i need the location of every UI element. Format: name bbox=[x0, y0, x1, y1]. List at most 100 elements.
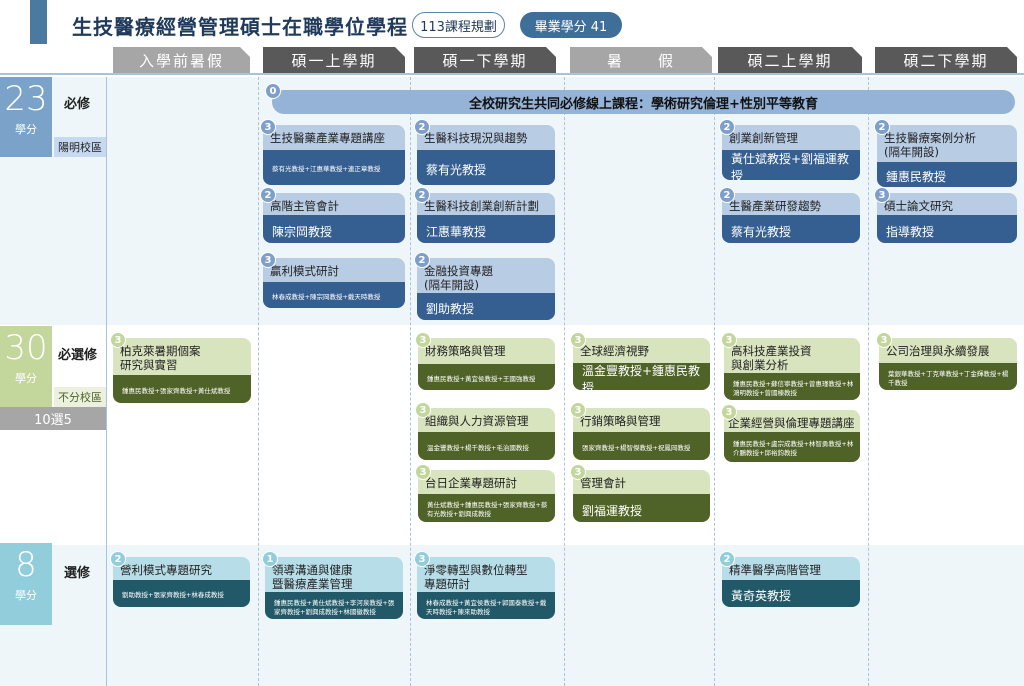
credit-badge: 2 bbox=[414, 252, 430, 268]
credits-unit: 學分 bbox=[15, 372, 37, 385]
course-title: 營利模式專題研究 bbox=[120, 563, 212, 577]
elective-credits-box: 8 學分 bbox=[0, 543, 52, 625]
course-card[interactable]: 淨零轉型與數位轉型 專題研討林春成教授+黃宜侯教授+郭國泰教授+戴天時教授+陳來… bbox=[417, 557, 555, 619]
credits-unit: 學分 bbox=[15, 123, 37, 136]
graduation-credits-badge: 畢業學分 41 bbox=[520, 12, 622, 38]
course-card[interactable]: 贏利模式研討林春成教授+陳宗岡教授+戴天時教授 bbox=[263, 258, 405, 308]
title-accent-bar bbox=[30, 0, 47, 44]
course-card[interactable]: 創業創新管理黃仕斌教授+劉福運教授 bbox=[722, 125, 860, 180]
course-title: 柏克萊暑期個案 研究與實習 bbox=[120, 344, 201, 372]
credit-badge: 2 bbox=[719, 551, 735, 567]
credit-badge: 2 bbox=[260, 187, 276, 203]
course-title: 全校研究生共同必修線上課程：學術研究倫理+性別平等教育 bbox=[469, 96, 818, 112]
credit-badge: 2 bbox=[414, 187, 430, 203]
credit-badge: 3 bbox=[414, 551, 430, 567]
course-title: 生醫產業研發趨勢 bbox=[729, 199, 821, 213]
common-required-course-band[interactable]: 全校研究生共同必修線上課程：學術研究倫理+性別平等教育 bbox=[272, 90, 1015, 114]
course-card[interactable]: 領導溝通與健康 暨醫療產業管理鍾惠民教授+黃仕斌教授+李河泉教授+張家齊教授+劉… bbox=[265, 557, 403, 619]
course-instructors: 鍾惠民教授 bbox=[877, 162, 1017, 187]
elective-credits: 8 bbox=[15, 545, 37, 585]
course-card[interactable]: 生技醫療案例分析 (隔年開設) 鍾惠民教授 bbox=[877, 125, 1017, 187]
credit-badge: 1 bbox=[262, 551, 278, 567]
course-title: 台日企業專題研討 bbox=[425, 476, 517, 490]
course-title: 精準醫學高階管理 bbox=[729, 563, 821, 577]
course-card[interactable]: 生醫產業研發趨勢蔡有光教授 bbox=[722, 193, 860, 243]
semester-tab-y2-spring: 碩二下學期 bbox=[875, 47, 1017, 73]
course-instructors: 蔡有光教授 bbox=[722, 215, 860, 243]
course-title: 生技醫療案例分析 (隔年開設) bbox=[884, 131, 976, 159]
course-card[interactable]: 組織與人力資源管理溫金豐教授+楊千教授+毛治國教授 bbox=[418, 408, 555, 460]
course-card[interactable]: 台日企業專題研討黃仕斌教授+鍾惠民教授+張家齊教授+蔡有光教授+劉興成教授 bbox=[418, 470, 555, 522]
course-instructors: 鍾惠民教授+黃仕斌教授+李河泉教授+張家齊教授+劉興成教授+林國徽教授 bbox=[265, 592, 403, 619]
credit-badge: 3 bbox=[110, 332, 126, 348]
required-credits-box: 23 學分 bbox=[0, 77, 52, 157]
column-divider bbox=[714, 77, 715, 686]
course-instructors: 林春成教授+陳宗岡教授+戴天時教授 bbox=[263, 282, 405, 308]
credit-badge: 3 bbox=[260, 252, 276, 268]
course-card[interactable]: 精準醫學高階管理黃奇英教授 bbox=[722, 557, 860, 607]
course-title: 企業經營與倫理專題講座 bbox=[728, 416, 855, 430]
semester-tab-summer: 暑 假 bbox=[570, 47, 712, 73]
course-card[interactable]: 高科技產業投資 與創業分析鍾惠民教授+蘇信寧教授+曾惠瑾教授+林鴻明教授+曾國棟… bbox=[724, 338, 860, 400]
course-card[interactable]: 財務策略與管理鍾惠民教授+黃宜侯教授+王國強教授 bbox=[418, 338, 555, 390]
semester-tab-pre-summer: 入學前暑假 bbox=[113, 47, 250, 73]
campus-label: 陽明校區 bbox=[54, 137, 106, 157]
course-title: 全球經濟視野 bbox=[580, 344, 649, 358]
credit-badge: 3 bbox=[570, 402, 586, 418]
course-title: 公司治理與永續發展 bbox=[886, 344, 990, 358]
course-instructors: 張家齊教授+楊智傑教授+祝鳳岡教授 bbox=[573, 432, 710, 460]
credit-badge: 3 bbox=[415, 464, 431, 480]
course-card[interactable]: 營利模式專題研究劉助教授+張家齊教授+林春成教授 bbox=[113, 557, 250, 607]
course-instructors: 鍾惠民教授+盧宗成教授+林智勇教授+林介鵬教授+邱裕鈞教授 bbox=[724, 432, 860, 462]
credit-badge: 0 bbox=[265, 83, 281, 99]
credit-badge: 3 bbox=[415, 332, 431, 348]
credits-unit: 學分 bbox=[15, 589, 37, 602]
plan-badge: 113課程規劃 bbox=[412, 12, 505, 38]
course-card[interactable]: 公司治理與永續發展葉銀華教授+丁克華教授+丁金輝教授+楊千教授 bbox=[879, 338, 1017, 390]
course-title: 高科技產業投資 與創業分析 bbox=[731, 344, 812, 372]
course-card[interactable]: 碩士論文研究指導教授 bbox=[877, 193, 1017, 243]
course-instructors: 指導教授 bbox=[877, 215, 1017, 243]
choose-note: 10選5 bbox=[0, 407, 106, 430]
course-instructors: 溫金豐教授+鍾惠民教授 bbox=[573, 363, 710, 390]
course-instructors: 鍾惠民教授+蘇信寧教授+曾惠瑾教授+林鴻明教授+曾國棟教授 bbox=[724, 373, 860, 400]
course-card[interactable]: 柏克萊暑期個案 研究與實習鍾惠民教授+張家齊教授+黃仕斌教授 bbox=[113, 338, 251, 403]
course-instructors: 劉助教授 bbox=[417, 293, 555, 320]
course-instructors: 葉銀華教授+丁克華教授+丁金輝教授+楊千教授 bbox=[879, 363, 1017, 390]
course-instructors: 江惠華教授 bbox=[417, 215, 555, 243]
credit-badge: 3 bbox=[415, 402, 431, 418]
course-title: 財務策略與管理 bbox=[425, 344, 506, 358]
page-title: 生技醫療經營管理碩士在職學位學程 bbox=[72, 15, 408, 39]
course-card[interactable]: 管理會計劉福運教授 bbox=[573, 470, 710, 522]
course-instructors: 蔡有光教授+江惠華教授+連正章教授 bbox=[263, 150, 405, 185]
course-instructors: 鍾惠民教授+張家齊教授+黃仕斌教授 bbox=[113, 375, 251, 403]
course-title: 組織與人力資源管理 bbox=[425, 414, 529, 428]
course-card[interactable]: 生技醫藥產業專題講座蔡有光教授+江惠華教授+連正章教授 bbox=[263, 125, 405, 185]
course-card[interactable]: 高階主管會計陳宗岡教授 bbox=[263, 193, 405, 243]
course-instructors: 林春成教授+黃宜侯教授+郭國泰教授+戴天時教授+陳來助教授 bbox=[417, 592, 555, 619]
course-card[interactable]: 生醫科技創業創新計劃江惠華教授 bbox=[417, 193, 555, 243]
semester-tab-y1-fall: 碩一上學期 bbox=[263, 47, 405, 73]
course-title: 淨零轉型與數位轉型 專題研討 bbox=[424, 563, 528, 591]
credit-badge: 2 bbox=[874, 119, 890, 135]
selective-credits: 30 bbox=[4, 328, 48, 368]
column-divider bbox=[564, 77, 565, 686]
course-title: 生醫科技現況與趨勢 bbox=[424, 131, 528, 145]
course-title: 行銷策略與管理 bbox=[580, 414, 661, 428]
credit-badge: 2 bbox=[414, 119, 430, 135]
course-card[interactable]: 金融投資專題 (隔年開設)劉助教授 bbox=[417, 258, 555, 320]
credit-badge: 3 bbox=[570, 464, 586, 480]
course-instructors: 陳宗岡教授 bbox=[263, 215, 405, 243]
credit-badge: 3 bbox=[874, 187, 890, 203]
course-card[interactable]: 企業經營與倫理專題講座鍾惠民教授+盧宗成教授+林智勇教授+林介鵬教授+邱裕鈞教授 bbox=[724, 410, 860, 462]
course-card[interactable]: 行銷策略與管理張家齊教授+楊智傑教授+祝鳳岡教授 bbox=[573, 408, 710, 460]
selective-label: 必選修 bbox=[58, 348, 98, 363]
course-title: 領導溝通與健康 暨醫療產業管理 bbox=[272, 563, 353, 591]
course-card[interactable]: 全球經濟視野溫金豐教授+鍾惠民教授 bbox=[573, 338, 710, 390]
semester-tab-y2-fall: 碩二上學期 bbox=[718, 47, 862, 73]
required-label: 必修 bbox=[64, 97, 91, 112]
label-divider bbox=[106, 77, 107, 686]
course-card[interactable]: 生醫科技現況與趨勢蔡有光教授 bbox=[417, 125, 555, 185]
course-title: 生醫科技創業創新計劃 bbox=[424, 199, 539, 213]
course-instructors: 黃奇英教授 bbox=[722, 580, 860, 607]
